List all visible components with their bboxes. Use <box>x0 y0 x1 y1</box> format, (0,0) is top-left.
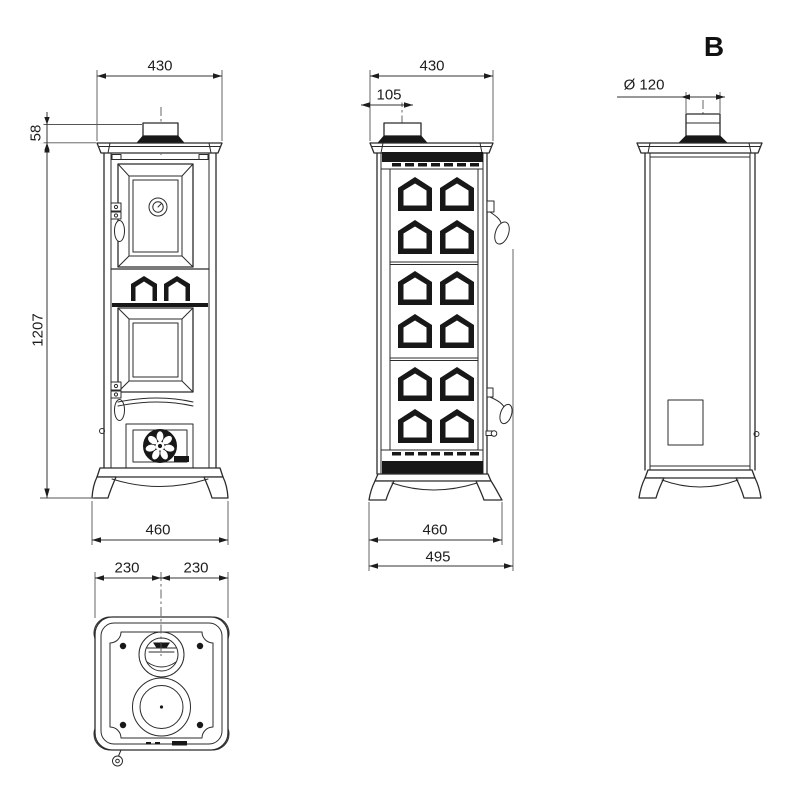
top-lid-handle <box>112 749 123 767</box>
fire-door-handle <box>114 399 125 421</box>
ash-pan-panel <box>117 397 194 469</box>
front-body-frame <box>103 152 217 469</box>
top-front-details <box>146 741 187 746</box>
back-view-label: B <box>703 31 725 62</box>
rear-vent-opening <box>667 399 704 446</box>
side-door-handle-upper <box>486 200 510 245</box>
dim-label-top-half-right: 230 <box>181 559 211 577</box>
oven-door-handle <box>114 220 125 242</box>
dim-label-side-total-depth: 495 <box>423 548 453 566</box>
top-hotplate-circle <box>132 677 191 737</box>
back-base-legs <box>638 469 762 499</box>
thermometer-gauge <box>148 197 168 217</box>
side-view <box>368 98 513 501</box>
side-bolt <box>99 428 105 434</box>
side-door-handle-lower <box>485 387 513 437</box>
dim-side-base-depth <box>368 502 503 571</box>
dim-front-total-height <box>40 143 94 499</box>
back-body-frame <box>644 152 760 471</box>
back-top-plate <box>636 142 763 154</box>
dim-label-side-top-width: 430 <box>417 57 447 75</box>
dim-label-side-base-depth: 460 <box>420 521 450 539</box>
dim-side-total-depth <box>369 249 514 571</box>
dim-back-flue-diameter <box>617 92 725 113</box>
front-top-plate <box>96 142 223 154</box>
dim-top-half-depths <box>94 572 229 656</box>
back-view <box>636 100 763 499</box>
dim-front-base-width <box>91 501 229 545</box>
dim-label-front-total-height: 1207 <box>29 311 47 349</box>
dim-label-back-flue-diameter: Ø 120 <box>621 76 667 94</box>
side-base-legs <box>368 473 503 501</box>
dim-front-top-width <box>96 70 223 141</box>
flue-damper-detail <box>146 642 177 668</box>
fire-door-hinge <box>110 381 122 399</box>
oven-door <box>110 163 194 268</box>
top-view <box>93 616 230 767</box>
dim-label-top-half-left: 230 <box>112 559 142 577</box>
oven-door-hinge <box>110 202 122 220</box>
top-flue-circle <box>138 631 185 678</box>
drawer-band <box>110 268 210 307</box>
top-outline <box>93 616 230 751</box>
front-base-legs <box>91 467 229 499</box>
side-bottom-band <box>382 461 483 474</box>
side-body-frame <box>376 152 488 475</box>
side-top-plate <box>369 142 494 154</box>
dim-label-front-base-width: 460 <box>143 521 173 539</box>
top-corner-bolts <box>119 642 204 729</box>
fire-door <box>99 307 194 434</box>
dim-side-flue-offset <box>361 102 413 108</box>
side-vent-slots-bottom <box>392 452 479 456</box>
side-vent-slots-top <box>392 163 479 167</box>
side-tile-panel <box>398 177 474 443</box>
dim-label-front-top-width: 430 <box>145 57 175 75</box>
rear-knob <box>753 431 760 437</box>
ash-rosette-vent <box>143 429 177 463</box>
dim-label-front-collar-height: 58 <box>27 122 45 144</box>
front-view <box>91 107 229 499</box>
rating-tag <box>174 456 189 462</box>
dim-label-side-flue-offset: 105 <box>374 86 404 104</box>
